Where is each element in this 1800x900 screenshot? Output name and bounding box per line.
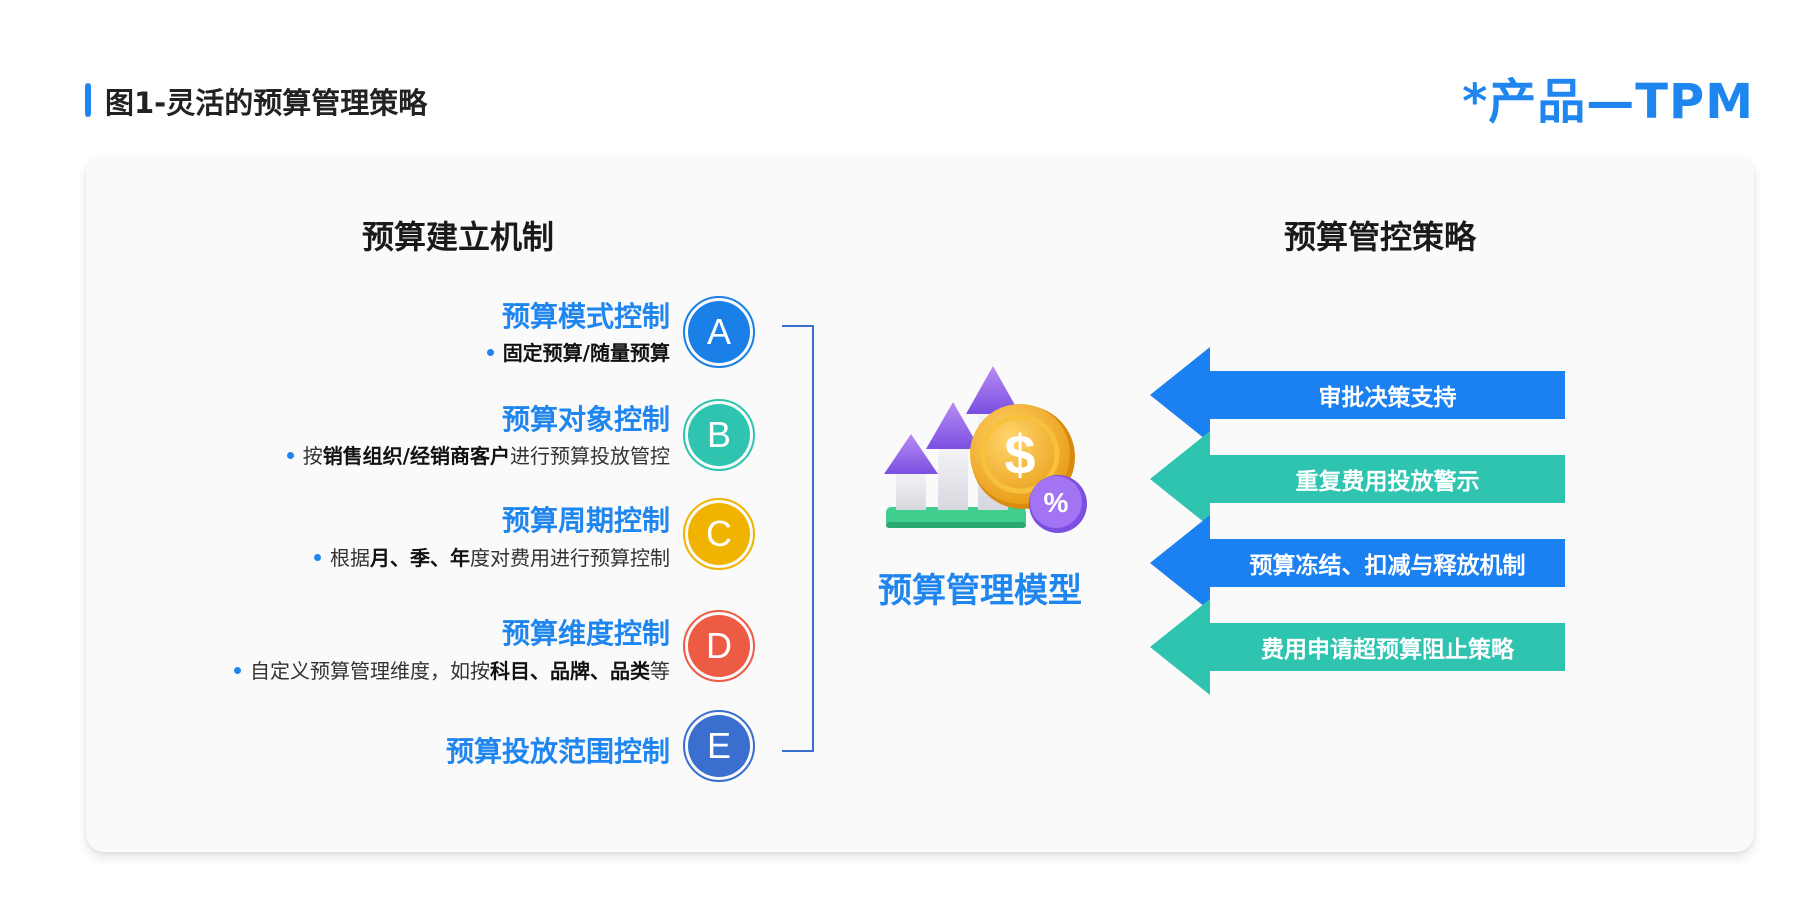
badge-e: E: [683, 710, 755, 782]
budget-model-graphic: $ %: [884, 366, 1087, 533]
svg-text:$: $: [1004, 423, 1035, 486]
bullet-dot-icon: [314, 554, 321, 561]
desc-segment: 根据: [330, 546, 370, 570]
bullet-dot-icon: [286, 452, 294, 459]
strategy-arrow: 费用申请超预算阻止策略: [1150, 599, 1565, 695]
badge-c-letter: C: [688, 503, 750, 565]
brand-label: *产品—TPM: [1462, 74, 1754, 130]
desc-segment: 销售组织/经销商客户: [322, 444, 510, 468]
right-section-heading: 预算管控策略: [1283, 218, 1477, 256]
item-title-b: 预算对象控制: [501, 403, 670, 436]
badge-a: A: [683, 296, 755, 368]
strategy-arrow: 审批决策支持: [1150, 347, 1565, 443]
desc-segment: 固定预算/随量预算: [502, 341, 670, 365]
desc-segment: 按: [302, 444, 323, 468]
item-title-c: 预算周期控制: [501, 504, 670, 537]
strategy-label: 审批决策支持: [1318, 385, 1457, 411]
left-section-heading: 预算建立机制: [361, 218, 555, 256]
item-title-d: 预算维度控制: [501, 617, 670, 650]
badge-b-letter: B: [688, 404, 750, 466]
item-title-e: 预算投放范围控制: [445, 735, 670, 768]
item-desc-b: 按销售组织/经销商客户进行预算投放管控: [286, 440, 670, 469]
item-desc-d: 自定义预算管理维度，如按科目、品牌、品类等: [234, 655, 670, 684]
bullet-dot-icon: [234, 667, 241, 674]
badge-a-letter: A: [688, 301, 750, 363]
desc-segment: 进行预算投放管控: [510, 444, 670, 468]
strategy-arrow: 重复费用投放警示: [1150, 431, 1565, 527]
badge-d: D: [683, 610, 755, 682]
desc-segment: 月、季、年: [370, 546, 470, 570]
desc-segment: 科目、品牌、品类: [490, 659, 650, 683]
desc-segment: 自定义预算管理维度，如按: [250, 659, 490, 683]
figure-title: 图1-灵活的预算管理策略: [105, 86, 428, 120]
item-title-a: 预算模式控制: [501, 300, 670, 333]
strategy-label: 重复费用投放警示: [1295, 469, 1480, 495]
strategy-label: 预算冻结、扣减与释放机制: [1249, 553, 1526, 579]
items-bracket: [782, 325, 814, 752]
svg-text:%: %: [1044, 487, 1069, 518]
bullet-dot-icon: [486, 349, 494, 356]
title-accent-bar: [85, 83, 91, 117]
item-desc-a: 固定预算/随量预算: [486, 337, 670, 366]
percent-badge-icon: %: [1029, 475, 1087, 533]
badge-d-letter: D: [688, 615, 750, 677]
model-label: 预算管理模型: [878, 571, 1082, 611]
item-desc-c: 根据月、季、年度对费用进行预算控制: [314, 542, 670, 571]
strategy-label: 费用申请超预算阻止策略: [1261, 637, 1514, 663]
desc-segment: 等: [650, 659, 670, 683]
badge-b: B: [683, 399, 755, 471]
badge-e-letter: E: [688, 715, 750, 777]
badge-c: C: [683, 498, 755, 570]
strategy-arrow: 预算冻结、扣减与释放机制: [1150, 515, 1565, 611]
desc-segment: 度对费用进行预算控制: [470, 546, 670, 570]
